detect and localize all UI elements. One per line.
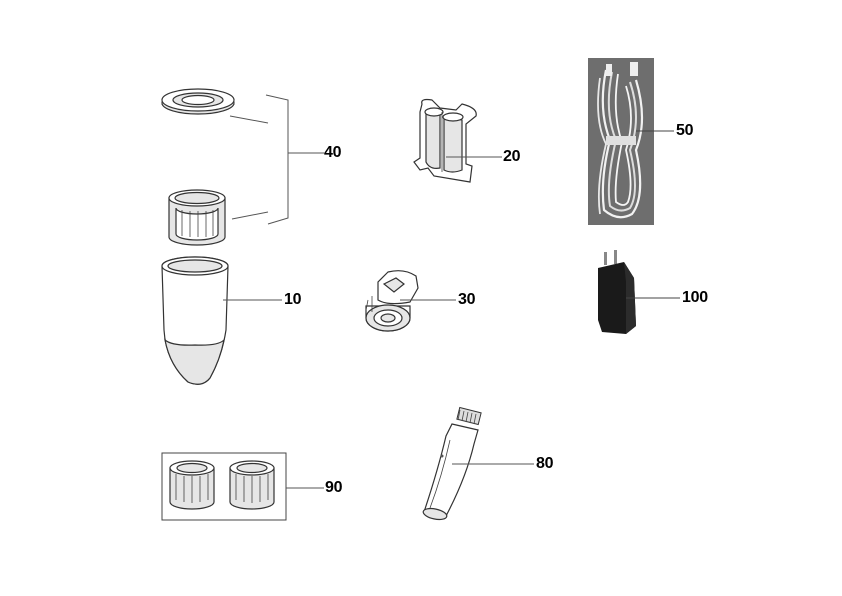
part-label-20: 20	[503, 148, 521, 165]
part-label-40: 40	[324, 144, 342, 161]
part-label-90: 90	[325, 479, 343, 496]
crevice-brush-drawing	[422, 406, 534, 521]
motor-unit-drawing	[365, 270, 456, 332]
part-label-30: 30	[458, 291, 476, 308]
power-adapter-drawing	[598, 250, 680, 334]
part-label-80: 80	[536, 455, 554, 472]
battery-holder-drawing	[413, 98, 502, 183]
part-label-100: 100	[682, 289, 708, 306]
dust-container-drawing	[161, 256, 282, 385]
usb-cable-drawing	[588, 58, 674, 225]
part-label-10: 10	[284, 291, 302, 308]
spare-filters-drawing	[161, 452, 324, 521]
bracket-40	[229, 94, 324, 225]
filter-cover-ring	[161, 88, 235, 115]
part-label-50: 50	[676, 122, 694, 139]
filter-cylinder	[168, 189, 226, 246]
